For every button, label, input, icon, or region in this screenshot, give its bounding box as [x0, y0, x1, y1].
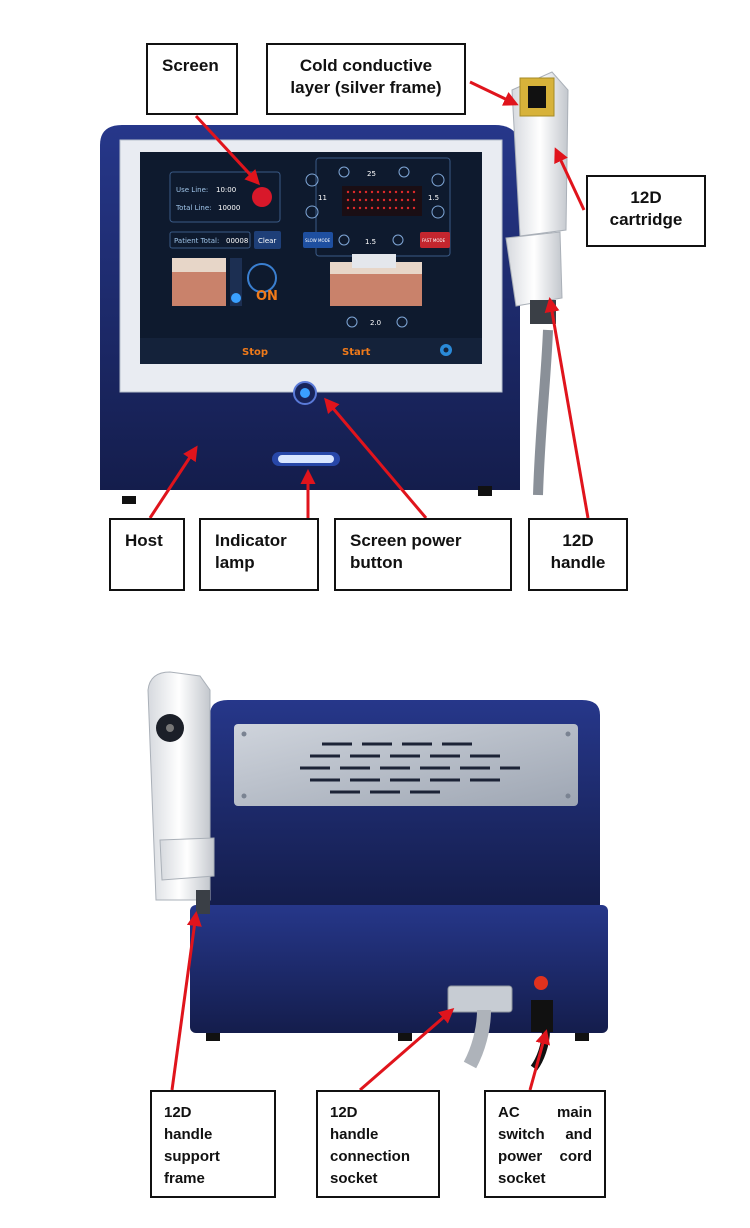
alert-badge-icon [252, 187, 272, 207]
on-label: ON [256, 289, 278, 304]
screen-ui-text: Use Line: 10:00 Total Line: 10000 Patien… [174, 170, 446, 358]
arrow-screen [194, 114, 261, 186]
cartridge-preview [352, 254, 396, 268]
total-line-value: 10000 [218, 204, 240, 212]
back-device [147, 671, 608, 1071]
stepper-circles [305, 166, 445, 328]
right-value: 1.5 [428, 194, 439, 202]
support-frame [159, 837, 215, 881]
vent-panel [234, 724, 578, 806]
arrow-cold-layer [469, 80, 519, 106]
length-value: 25 [367, 170, 376, 178]
left-value: 11 [318, 194, 327, 202]
vent-slots [300, 742, 520, 794]
energy-value: 2.0 [370, 319, 381, 327]
stop-button: Stop [242, 347, 268, 358]
total-line-label: Total Line: [175, 204, 212, 212]
arrow-ac [528, 1029, 551, 1091]
slow-mode-label: SLOW MODE [305, 238, 331, 243]
label-screen-power-button: Screen power button [334, 518, 512, 591]
patient-panel [169, 231, 251, 249]
foot-right [478, 486, 492, 496]
connection-socket [447, 985, 513, 1013]
screen-bottom-bar [140, 338, 482, 364]
start-button: Start [342, 347, 371, 358]
arrow-power-button [324, 397, 428, 519]
use-line-label: Use Line: [176, 186, 208, 194]
patient-total-value: 00008 [226, 237, 248, 245]
fast-mode-button [420, 232, 450, 248]
label-host: Host [109, 518, 185, 591]
use-line-value: 10:00 [216, 186, 236, 194]
indicator-lamp [278, 455, 334, 463]
arrow-host [148, 445, 198, 519]
callout-arrows [148, 80, 590, 1092]
patient-total-label: Patient Total: [174, 237, 219, 245]
label-12d-cartridge: 12D cartridge [586, 175, 706, 247]
label-cold-conductive-layer: Cold conductive layer (silver frame) [266, 43, 466, 115]
socket-cable [463, 1009, 491, 1069]
fast-mode-label: FAST MODE [422, 238, 446, 243]
foot-left [122, 496, 136, 504]
touch-on-icon [247, 263, 277, 293]
arrow-socket [359, 1008, 455, 1092]
handle-body [505, 231, 563, 307]
power-cord-socket [531, 1000, 553, 1032]
dot-matrix [342, 186, 422, 216]
time-panel [169, 171, 281, 223]
clear-button-bg [254, 231, 281, 249]
label-12d-handle: 12D handle [528, 518, 628, 591]
slow-mode-button [303, 232, 333, 248]
dot-matrix-dots [346, 190, 416, 210]
ac-main-switch [534, 976, 548, 990]
handle-cable [533, 329, 553, 496]
arrow-support [170, 911, 202, 1091]
label-handle-connection-socket: 12D handle connection socket [316, 1090, 440, 1198]
label-handle-support-frame: 12D handle support frame [150, 1090, 276, 1198]
arrow-handle [544, 297, 590, 519]
front-device [100, 71, 569, 504]
clear-button: Clear [258, 237, 276, 245]
label-indicator-lamp: Indicator lamp [199, 518, 319, 591]
label-screen: Screen [146, 43, 238, 115]
arrow-cartridge [554, 147, 586, 211]
depth-value: 1.5 [365, 238, 376, 246]
